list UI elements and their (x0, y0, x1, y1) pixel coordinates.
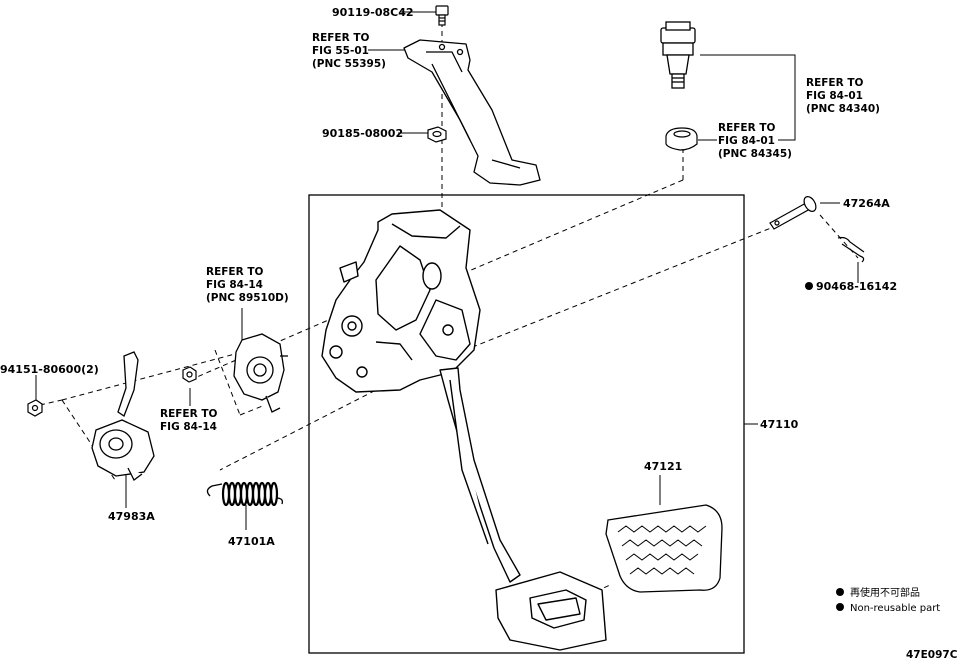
legend-text-en: Non-reusable part (850, 603, 940, 614)
label-90119: 90119-08C42 (332, 6, 414, 19)
ref-fig55-line1: REFER TO (312, 32, 370, 44)
ref-fig84-lower-line1: REFER TO (718, 122, 776, 134)
ref-fig84-lower-line2: FIG 84-01 (718, 135, 775, 147)
ref-fig84-upper-line2: FIG 84-01 (806, 90, 863, 102)
figure-code: 47E097C (906, 649, 958, 661)
label-47121: 47121 (644, 460, 682, 473)
small-nut-icon (182, 366, 197, 383)
label-90185: 90185-08002 (322, 127, 403, 140)
non-reusable-marker (805, 282, 813, 290)
legend-text-cn: 再使用不可部品 (850, 586, 920, 599)
ref-fig8414-bottom-line2: FIG 84-14 (160, 421, 217, 433)
leader-lines (35, 11, 859, 530)
cushion-icon (665, 127, 698, 151)
label-47110: 47110 (760, 418, 799, 431)
label-94151: 94151-80600(2) (0, 363, 99, 376)
clip-icon (837, 236, 865, 263)
nut-94151-icon (27, 399, 43, 417)
pedal-sensor-icon (233, 333, 288, 413)
ref-fig8414-top-line3: (PNC 89510D) (206, 292, 289, 304)
ref-fig8414-top-line2: FIG 84-14 (206, 279, 263, 291)
ref-fig84-upper-line1: REFER TO (806, 77, 864, 89)
ref-fig55-line2: FIG 55-01 (312, 45, 369, 57)
nut-icon (427, 126, 447, 143)
ref-fig84-upper-line3: (PNC 84340) (806, 103, 880, 115)
pin-icon (769, 196, 817, 230)
legend-bullet-cn (836, 588, 844, 596)
stop-lamp-switch-icon (660, 21, 696, 89)
spring-icon (206, 481, 284, 507)
bracket-icon (403, 39, 541, 186)
legend-bullet-en (836, 603, 844, 611)
pedal-assembly-icon (321, 209, 607, 651)
ref-fig8414-bottom-line1: REFER TO (160, 408, 218, 420)
bolt-icon (435, 5, 449, 26)
label-90468: 90468-16142 (816, 280, 897, 293)
label-47264A: 47264A (843, 197, 890, 210)
sensor-bracket-icon (91, 351, 155, 481)
ref-fig8414-top-line1: REFER TO (206, 266, 264, 278)
pedal-pad-icon (605, 504, 723, 593)
label-47101A: 47101A (228, 535, 275, 548)
label-47983A: 47983A (108, 510, 155, 523)
ref-fig84-lower-line3: (PNC 84345) (718, 148, 792, 160)
ref-fig55-line3: (PNC 55395) (312, 58, 386, 70)
